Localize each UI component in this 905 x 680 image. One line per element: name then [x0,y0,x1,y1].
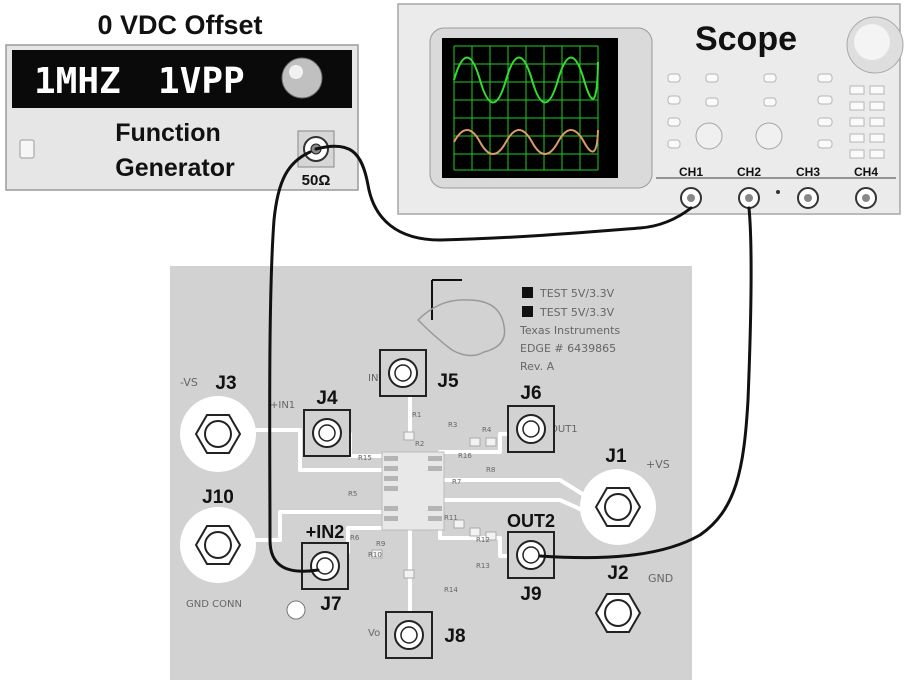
scope-graticule [453,45,599,171]
passive-components [371,431,497,579]
generator-label-line2: Generator [115,154,235,182]
j2-label: J2 [607,563,628,584]
silk-r-label: R16 [458,452,472,460]
j7-connector[interactable] [301,542,349,590]
oscilloscope: Scope CH1 CH2 CH3 CH4 [397,3,904,215]
silk-r-label: R9 [376,540,385,548]
generator-knob-icon[interactable] [281,57,323,99]
silk-r-label: R1 [412,411,421,419]
cable-generator-to-j7 [268,150,320,573]
silk-r-label: R11 [444,514,458,522]
silk-in2: IN2 [368,373,385,384]
mounting-hole-icon [286,600,306,620]
corner-mark [431,279,462,320]
j5-connector[interactable] [379,349,427,397]
ch4-connector-icon[interactable] [855,187,877,209]
j9-connector[interactable] [507,531,555,579]
cables [268,144,753,573]
silk-out1: OUT1 [550,424,578,435]
j9-label: J9 [520,584,541,605]
ch2-waveform [453,129,599,155]
amplitude-readout: 1VPP [158,61,245,102]
j7-label: J7 [320,594,341,615]
silk-r-label: R14 [444,586,458,594]
silk-r-label: R15 [358,454,372,462]
ch4-label: CH4 [854,165,878,179]
j6-connector[interactable] [507,405,555,453]
power-switch-icon[interactable] [19,139,35,159]
silkscreen-markings: TEST 5V/3.3V TEST 5V/3.3V Texas Instrume… [180,279,673,639]
j10-connector[interactable] [180,507,256,583]
j3-connector[interactable] [180,396,256,472]
j6-label: J6 [520,383,541,404]
scope-title: Scope [695,20,797,58]
evaluation-board: TEST 5V/3.3V TEST 5V/3.3V Texas Instrume… [170,266,692,680]
silk-r-label: R7 [452,478,461,486]
silk-test-line1: TEST 5V/3.3V [539,287,615,300]
j2-connector[interactable] [594,593,642,633]
scope-button-bank[interactable] [667,73,885,159]
chip-pins [384,456,442,521]
silk-r-label: R6 [350,534,360,542]
silk-r-label: R13 [476,562,490,570]
j4-connector[interactable] [303,409,351,457]
silk-revision: Rev. A [520,360,555,373]
cable-j9-to-ch2 [538,206,753,560]
silk-vo: Vo [368,628,380,639]
j3-label: J3 [215,373,236,394]
ch1-label: CH1 [679,165,703,179]
ch2-label: CH2 [737,165,761,179]
knob-highlight [289,65,303,79]
silk-r-label: R12 [476,536,490,544]
ch2-connector-icon[interactable] [738,187,760,209]
j1-label: J1 [605,446,627,467]
frequency-readout: 1MHZ [34,61,121,102]
cable-generator-to-ch1 [314,144,693,242]
j8-label: J8 [444,626,465,647]
offset-title: 0 VDC Offset [97,10,262,40]
scope-main-knob-highlight [854,24,890,60]
silk-plus-vs: +VS [646,458,670,471]
horizontal-scale-knob-icon[interactable] [755,122,783,150]
silk-gnd: GND [648,572,673,585]
generator-label-line1: Function [115,119,221,147]
silk-r-label: R4 [482,426,492,434]
silk-gnd-conn: GND CONN [186,599,242,610]
silk-r-label: R10 [368,551,382,559]
silk-r-label: R3 [448,421,457,429]
j8-connector[interactable] [385,611,433,659]
output-impedance-label: 50Ω [302,172,331,189]
silk-plus-in1: +IN1 [270,400,295,411]
ti-logo-icon [416,299,506,357]
out2-label: OUT2 [507,511,555,531]
j1-connector[interactable] [580,469,656,545]
ch3-connector-icon[interactable] [797,187,819,209]
test-marker-2 [522,306,533,317]
silk-r-label: R8 [486,466,495,474]
function-generator: 0 VDC Offset 1MHZ 1VPP Function Generato… [5,10,359,191]
silk-edge-number: EDGE # 6439865 [520,342,616,355]
silk-minus-vs: -VS [180,376,198,389]
vertical-scale-knob-icon[interactable] [695,122,723,150]
silk-r-label: R2 [415,440,424,448]
ch3-label: CH3 [796,165,820,179]
silk-test-line2: TEST 5V/3.3V [539,306,615,319]
plus-in2-label: +IN2 [306,522,345,542]
j10-label: J10 [202,487,234,508]
j5-label: J5 [437,371,459,392]
scope-screen [442,38,618,178]
j4-label: J4 [316,388,338,409]
silk-r-label: R5 [348,490,357,498]
ch1-waveform [453,56,599,104]
test-marker-1 [522,287,533,298]
ground-dot [776,190,780,194]
ch1-connector-icon[interactable] [680,187,702,209]
silk-company: Texas Instruments [519,324,620,337]
